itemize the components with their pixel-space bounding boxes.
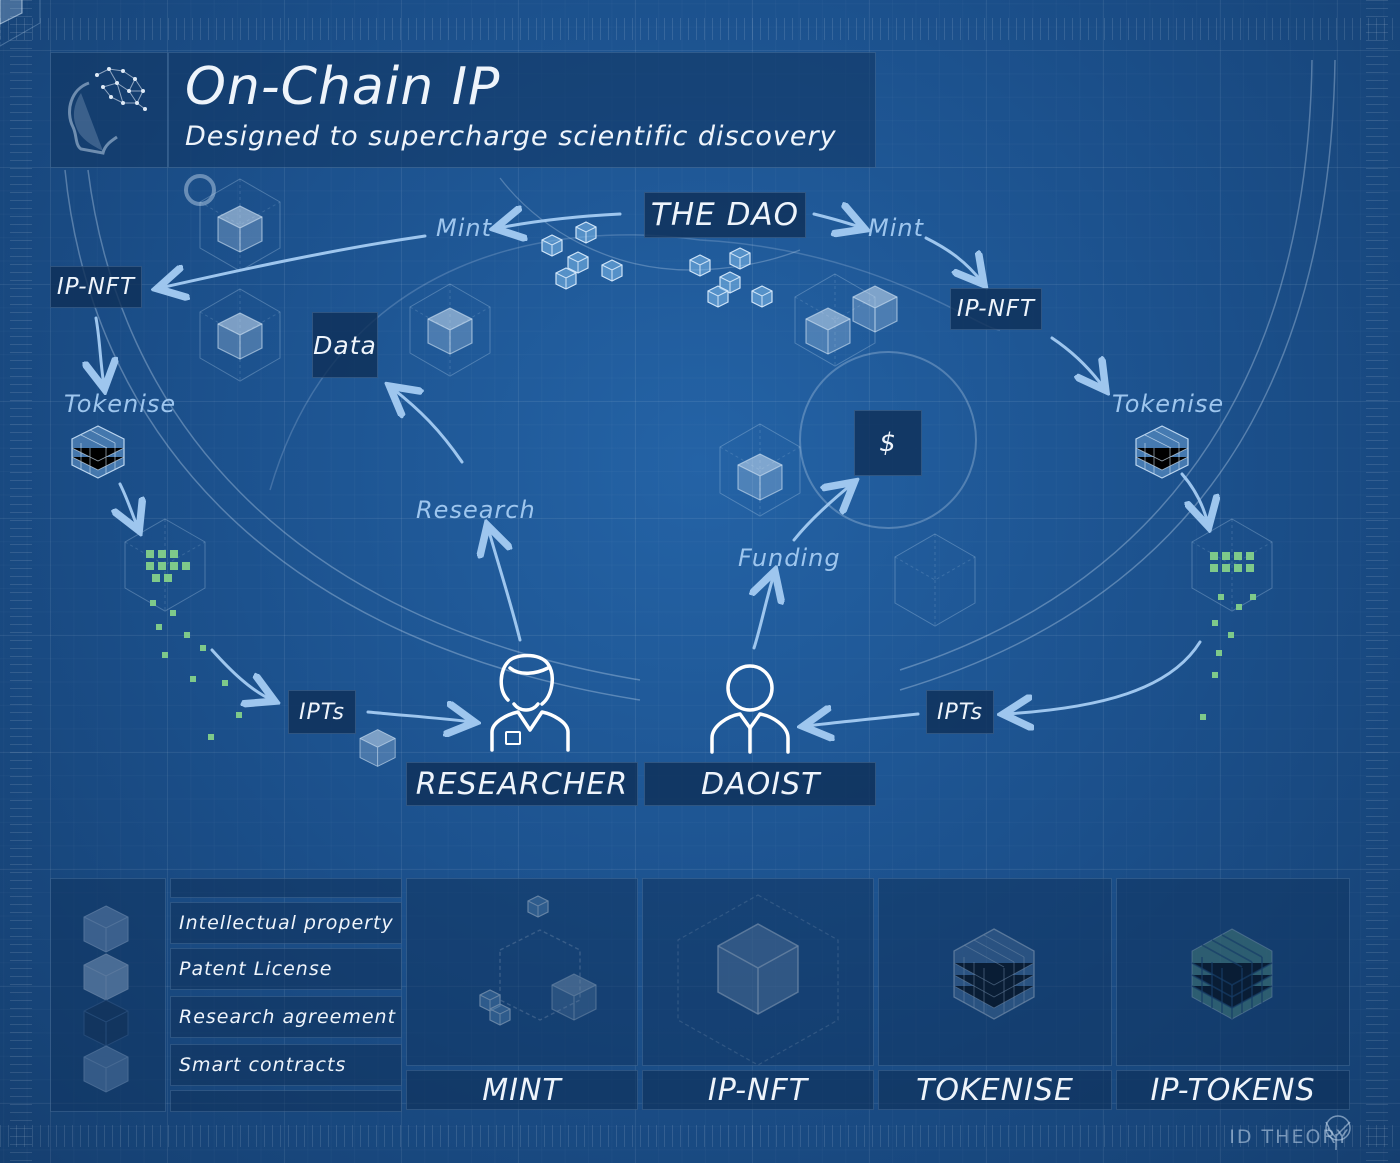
legend-spacer-bottom xyxy=(170,1090,402,1112)
bottom-ruler xyxy=(0,1125,1400,1147)
grid-cube-icon-right xyxy=(1135,425,1189,479)
ip-tokens-panel-label: IP-TOKENS xyxy=(1116,1070,1350,1110)
top-ruler xyxy=(0,18,1400,40)
brain-head-icon xyxy=(68,67,147,155)
ip-nft-panel-label: IP-NFT xyxy=(642,1070,874,1110)
mint-panel xyxy=(406,878,638,1066)
ip-tokens-panel xyxy=(1116,878,1350,1066)
funding-circle xyxy=(799,351,977,529)
flow-arrows xyxy=(96,214,1208,726)
right-ruler xyxy=(1366,0,1388,1163)
logo-box xyxy=(50,52,168,168)
mint-panel-label: MINT xyxy=(406,1070,638,1110)
title-box: On-Chain IP Designed to supercharge scie… xyxy=(168,52,876,168)
ip-nft-left-node: IP-NFT xyxy=(50,266,142,308)
legend-icon-column xyxy=(50,878,166,1112)
legend-spacer-top xyxy=(170,878,402,898)
left-ruler xyxy=(10,0,32,1163)
dollar-node: $ xyxy=(854,410,922,476)
data-node: Data xyxy=(312,312,378,378)
mint-left-label: Mint xyxy=(436,214,492,242)
grid-cube-icon-left xyxy=(71,425,125,479)
decorative-cubes xyxy=(0,0,976,627)
ipts-right-node: IPTs xyxy=(926,690,994,734)
mint-right-label: Mint xyxy=(868,214,924,242)
tokenise-panel xyxy=(878,878,1112,1066)
footer-brand: ID THEORY xyxy=(1229,1126,1350,1148)
legend-item-research-agreement: Research agreement xyxy=(170,996,402,1038)
ip-nft-panel xyxy=(642,878,874,1066)
researcher-label: RESEARCHER xyxy=(406,762,638,806)
ipts-left-node: IPTs xyxy=(288,690,356,734)
daoist-icon xyxy=(710,664,790,754)
tokenise-panel-label: TOKENISE xyxy=(878,1070,1112,1110)
page-subtitle: Designed to supercharge scientific disco… xyxy=(185,121,837,152)
research-label: Research xyxy=(416,496,536,524)
tokenise-right-label: Tokenise xyxy=(1112,390,1225,418)
legend-item-smart-contracts: Smart contracts xyxy=(170,1044,402,1086)
page-title: On-Chain IP xyxy=(185,57,501,117)
legend-item-intellectual-property: Intellectual property xyxy=(170,902,402,944)
legend-item-patent-license: Patent License xyxy=(170,948,402,990)
tree-icon xyxy=(1325,1115,1351,1150)
token-cluster-icon-right xyxy=(1191,518,1273,720)
ip-nft-right-node: IP-NFT xyxy=(950,288,1042,330)
tokenise-left-label: Tokenise xyxy=(64,390,177,418)
researcher-icon xyxy=(490,653,570,752)
token-cluster-icon-left xyxy=(124,518,242,740)
orbit-arcs xyxy=(64,59,1336,701)
funding-label: Funding xyxy=(738,544,841,572)
the-dao-node: THE DAO xyxy=(644,192,806,238)
dao-network-icon xyxy=(499,177,801,308)
daoist-label: DAOIST xyxy=(644,762,876,806)
